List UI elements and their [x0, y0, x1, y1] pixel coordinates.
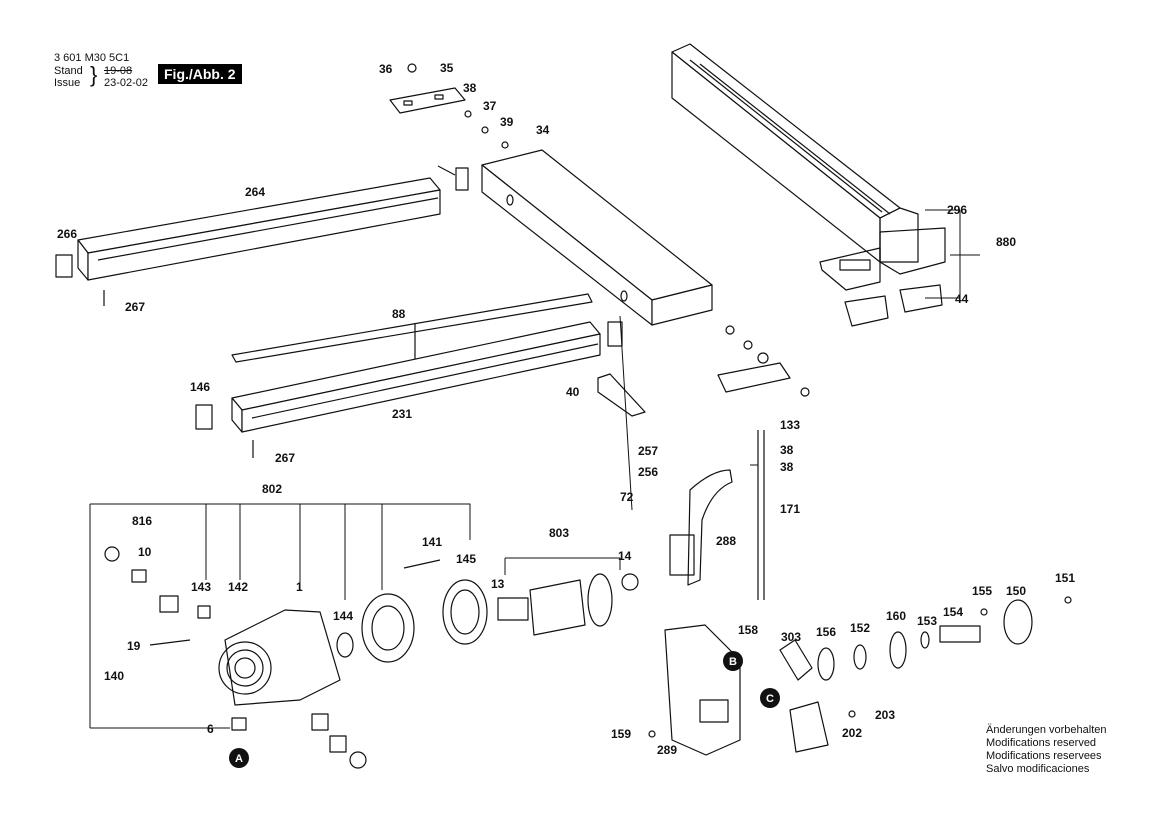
label-288: 288	[716, 534, 736, 548]
stator	[361, 593, 415, 663]
note-en: Modifications reserved	[986, 737, 1097, 749]
stand-289	[664, 624, 741, 756]
label-38c: 38	[780, 460, 794, 474]
label-37: 37	[483, 99, 497, 113]
label-289: 289	[657, 743, 677, 757]
marker-b: B	[723, 651, 743, 671]
label-153: 153	[917, 614, 937, 628]
ring-145	[442, 579, 488, 645]
rail-264	[55, 167, 469, 306]
label-154: 154	[943, 605, 963, 619]
screw-19	[149, 639, 191, 646]
label-296: 296	[947, 203, 967, 217]
note-es: Salvo modificaciones	[986, 763, 1090, 775]
label-34: 34	[536, 123, 550, 137]
label-44: 44	[955, 292, 969, 306]
label-145: 145	[456, 552, 476, 566]
scale-strip-88	[231, 293, 593, 363]
note-de: Änderungen vorbehalten	[986, 724, 1107, 736]
svg-text:C: C	[766, 693, 774, 705]
label-158: 158	[738, 623, 758, 637]
label-203: 203	[875, 708, 895, 722]
label-816: 816	[132, 514, 152, 528]
label-171: 171	[780, 502, 800, 516]
gear-train	[648, 596, 1072, 753]
label-35: 35	[440, 61, 454, 75]
label-133: 133	[780, 418, 800, 432]
bearing-144	[336, 632, 354, 658]
svg-text:A: A	[235, 753, 243, 765]
label-266: 266	[57, 227, 77, 241]
label-257: 257	[638, 444, 658, 458]
label-6: 6	[207, 722, 214, 736]
bevel-scale-288	[669, 469, 733, 586]
notes-block: Änderungen vorbehalten Modifications res…	[986, 724, 1106, 776]
label-88: 88	[392, 307, 406, 321]
rail-231	[195, 321, 623, 458]
label-14: 14	[618, 549, 632, 563]
label-40: 40	[566, 385, 580, 399]
label-152: 152	[850, 621, 870, 635]
label-142: 142	[228, 580, 248, 594]
label-802: 802	[262, 482, 282, 496]
leader-lines	[89, 165, 980, 729]
label-803: 803	[549, 526, 569, 540]
label-13: 13	[491, 577, 505, 591]
label-146: 146	[190, 380, 210, 394]
rip-fence	[671, 43, 946, 291]
label-72: 72	[620, 490, 634, 504]
armature-803	[497, 573, 639, 636]
stand-date: 19-08	[104, 65, 133, 77]
label-38a: 38	[463, 81, 477, 95]
label-36: 36	[379, 62, 393, 76]
brush-holders	[104, 546, 367, 769]
label-267b: 267	[275, 451, 295, 465]
issue-date: 23-02-02	[104, 77, 149, 89]
fence-clamps	[844, 284, 943, 327]
label-156: 156	[816, 625, 836, 639]
label-144: 144	[333, 609, 353, 623]
note-fr: Modifications reservees	[986, 750, 1102, 762]
label-150: 150	[1006, 584, 1026, 598]
part-number: 3 601 M30 5C1	[54, 52, 130, 64]
brace: }	[90, 62, 98, 87]
plate-35	[389, 63, 509, 149]
callout-labels: 36 35 38 37 39 34 264 266 267 88 146 231…	[57, 61, 1075, 757]
label-155: 155	[972, 584, 992, 598]
label-880: 880	[996, 235, 1016, 249]
marker-a: A	[229, 748, 249, 768]
stand-label: Stand	[54, 65, 83, 77]
rail-beam-34	[481, 149, 713, 326]
motor-housing-1	[218, 609, 341, 706]
label-143: 143	[191, 580, 211, 594]
screw-141	[403, 559, 441, 569]
label-19: 19	[127, 639, 141, 653]
label-141: 141	[422, 535, 442, 549]
label-267a: 267	[125, 300, 145, 314]
label-39: 39	[500, 115, 514, 129]
label-1: 1	[296, 580, 303, 594]
issue-label: Issue	[54, 77, 81, 89]
label-303: 303	[781, 630, 801, 644]
svg-text:B: B	[729, 656, 737, 668]
marker-c: C	[760, 688, 780, 708]
label-202: 202	[842, 726, 862, 740]
plate-right	[717, 325, 810, 397]
label-38b: 38	[780, 443, 794, 457]
label-10: 10	[138, 545, 152, 559]
label-151: 151	[1055, 571, 1075, 585]
label-160: 160	[886, 609, 906, 623]
label-256: 256	[638, 465, 658, 479]
label-231: 231	[392, 407, 412, 421]
label-264: 264	[245, 185, 265, 199]
label-140: 140	[104, 669, 124, 683]
pad-40	[597, 373, 646, 417]
figure-label: Fig./Abb. 2	[158, 64, 242, 84]
label-159: 159	[611, 727, 631, 741]
